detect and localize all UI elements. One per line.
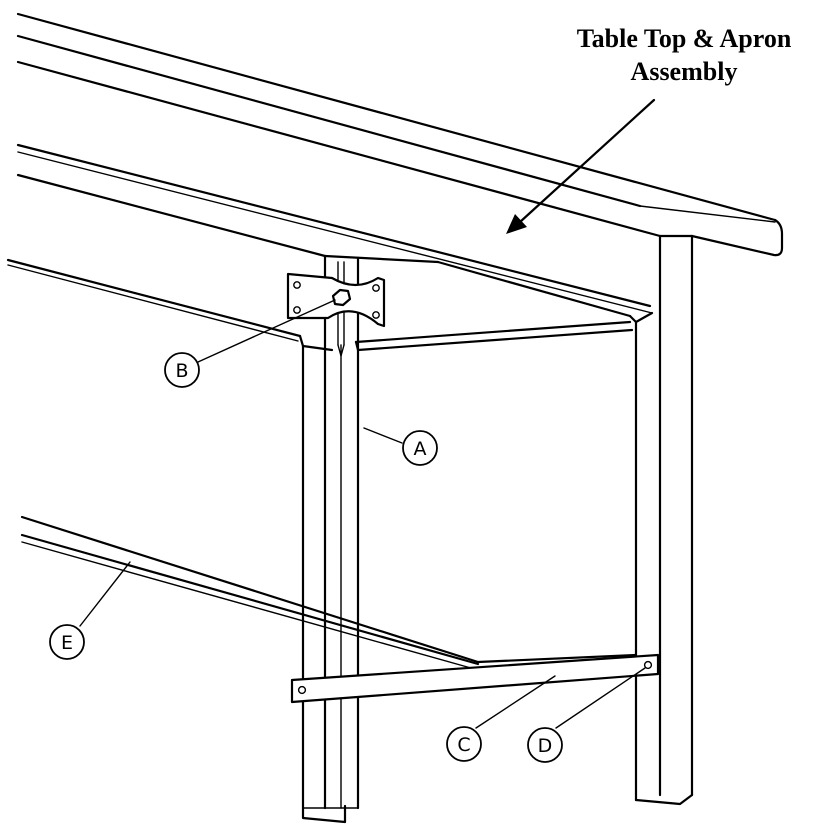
cross-stretcher — [290, 653, 660, 704]
callout-d: D — [527, 667, 646, 763]
corner-bracket — [286, 272, 386, 328]
callout-b: B — [164, 299, 336, 388]
side-stretcher — [20, 515, 638, 671]
leg-left — [301, 254, 360, 824]
hex-nut — [331, 288, 352, 307]
callout-e: E — [49, 561, 131, 660]
callout-d-label: D — [538, 735, 553, 757]
leg-right — [634, 234, 694, 806]
apron — [6, 143, 654, 352]
callout-a: A — [363, 427, 438, 466]
callout-e-label: E — [61, 632, 73, 654]
callout-b-label: B — [175, 360, 188, 382]
callout-c: C — [446, 675, 556, 762]
callout-c-label: C — [457, 734, 470, 756]
table-top — [16, 12, 784, 257]
assembly-title-line2: Assembly — [631, 57, 738, 86]
assembly-title-line1: Table Top & Apron — [577, 24, 792, 53]
title-arrow — [506, 98, 656, 234]
bolt-d — [643, 660, 653, 670]
callout-a-label: A — [414, 438, 427, 460]
